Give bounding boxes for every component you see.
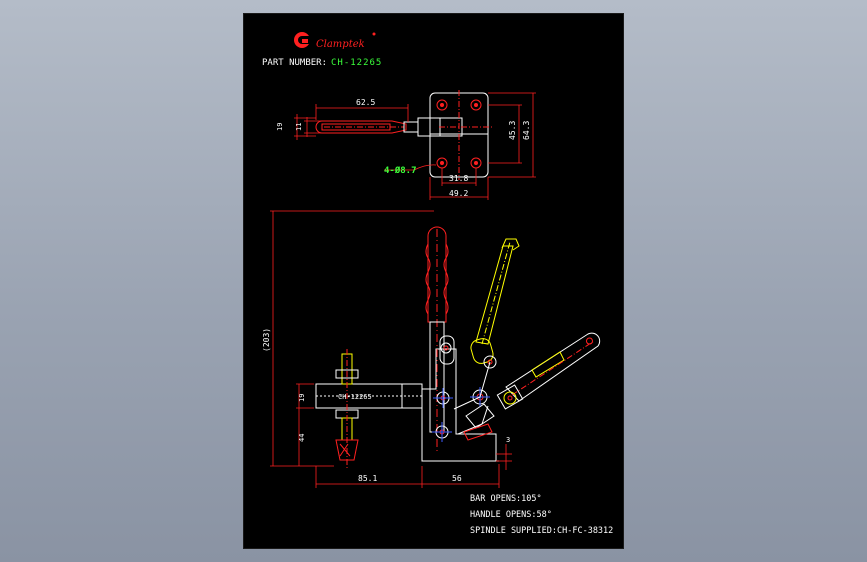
dim-19-side: 19 bbox=[298, 394, 306, 402]
dim-64-3: 64.3 bbox=[522, 121, 531, 140]
drawing-sheet: Clamptek PART NUMBER: CH-12265 bbox=[243, 13, 624, 549]
dim-62-5: 62.5 bbox=[356, 98, 375, 107]
dim-19-top: 19 bbox=[276, 123, 284, 131]
dim-203: (203) bbox=[262, 328, 271, 352]
dim-31-8: 31.8 bbox=[449, 174, 468, 183]
side-view-dimensions bbox=[270, 210, 512, 488]
side-view bbox=[315, 226, 601, 469]
technical-drawing: Clamptek PART NUMBER: CH-12265 bbox=[262, 32, 613, 536]
dim-holes: 4-Ø8.7 bbox=[384, 165, 417, 176]
part-number-label: PART NUMBER: bbox=[262, 58, 327, 68]
top-view bbox=[315, 90, 494, 180]
dim-3: 3 bbox=[506, 436, 510, 444]
spec-handle-opens: HANDLE OPENS:58° bbox=[470, 510, 552, 520]
dim-49-2: 49.2 bbox=[449, 189, 468, 198]
dim-45-3: 45.3 bbox=[508, 121, 517, 140]
spec-bar-opens: BAR OPENS:105° bbox=[470, 494, 542, 504]
spec-spindle: SPINDLE SUPPLIED:CH-FC-38312 bbox=[470, 526, 613, 536]
top-view-dimensions bbox=[294, 92, 536, 200]
clamptek-logo: Clamptek bbox=[294, 32, 376, 50]
dim-11: 11 bbox=[295, 123, 303, 131]
logo-brand-text: Clamptek bbox=[316, 39, 365, 50]
dim-56: 56 bbox=[452, 474, 462, 483]
dim-85-1: 85.1 bbox=[358, 474, 377, 483]
dim-44: 44 bbox=[298, 434, 306, 442]
bar-part-label: CH-12265 bbox=[338, 393, 372, 401]
part-number-value: CH-12265 bbox=[331, 58, 382, 68]
